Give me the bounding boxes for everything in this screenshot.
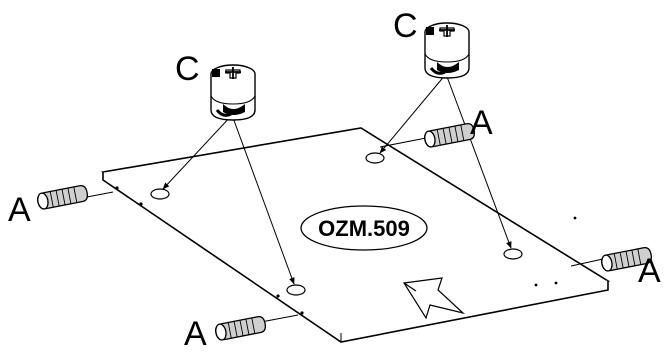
wooden-dowel-icon [35,183,90,211]
wooden-dowel-icon [213,314,268,342]
dowel-label: A [8,191,31,229]
cam-lock-label: C [393,7,418,45]
part-code: OZM.509 [318,216,410,241]
dowel-label: A [638,252,661,290]
cam-lock-label: C [175,50,200,88]
cam-lock-fitting-icon [209,63,257,122]
dowel-label: A [470,104,493,142]
cam-lock-fitting-icon [423,21,471,80]
direction-arrow-icon [402,277,466,320]
dowel-label: A [184,315,207,353]
part-code-badge: OZM.509 [300,205,428,251]
wooden-dowel-icon [422,121,477,149]
